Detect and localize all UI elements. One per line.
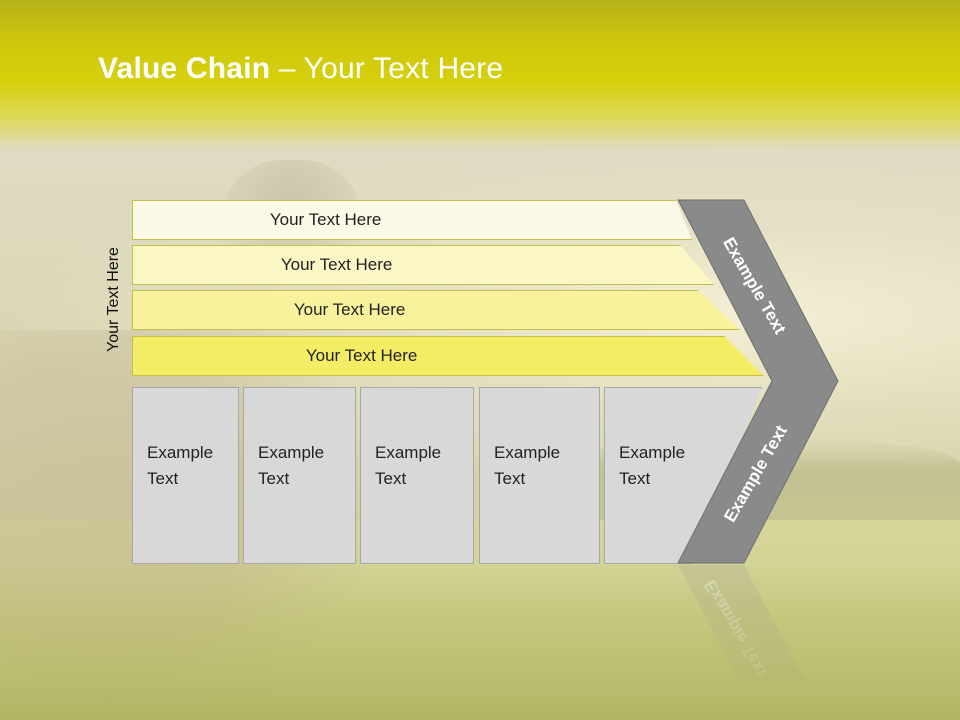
example-box-line2: Text (619, 469, 651, 488)
example-box-line2: Text (494, 469, 526, 488)
layer-row-3[interactable]: Your Text Here (132, 290, 740, 330)
example-box-1[interactable]: Example Text (132, 387, 239, 564)
layer-row-label: Your Text Here (305, 346, 418, 365)
example-box-3[interactable]: Example Text (360, 387, 474, 564)
slide-title-bold: Value Chain (98, 52, 271, 85)
example-box-line2: Text (147, 469, 179, 488)
example-box-line2: Text (258, 469, 290, 488)
header-band (0, 0, 960, 150)
layer-row-1[interactable]: Your Text Here (132, 200, 692, 240)
example-box-line2: Text (375, 469, 407, 488)
example-box-line1: Example (494, 443, 561, 462)
slide-title: Value Chain – Your Text Here (98, 52, 503, 86)
layer-row-2[interactable]: Your Text Here (132, 245, 714, 285)
example-box-line1: Example (375, 443, 442, 462)
layer-row-label: Your Text Here (293, 300, 406, 319)
vertical-axis-label: Your Text Here (105, 247, 122, 352)
example-box-line1: Example (258, 443, 325, 462)
example-box-2[interactable]: Example Text (243, 387, 356, 564)
layer-row-label: Your Text Here (269, 210, 382, 229)
layer-row-label: Your Text Here (280, 255, 393, 274)
layer-row-4[interactable]: Your Text Here (132, 336, 764, 376)
example-box-4[interactable]: Example Text (479, 387, 600, 564)
slide-title-rest: – Your Text Here (270, 52, 504, 85)
example-box-line1: Example (147, 443, 214, 462)
example-box-line1: Example (619, 443, 686, 462)
